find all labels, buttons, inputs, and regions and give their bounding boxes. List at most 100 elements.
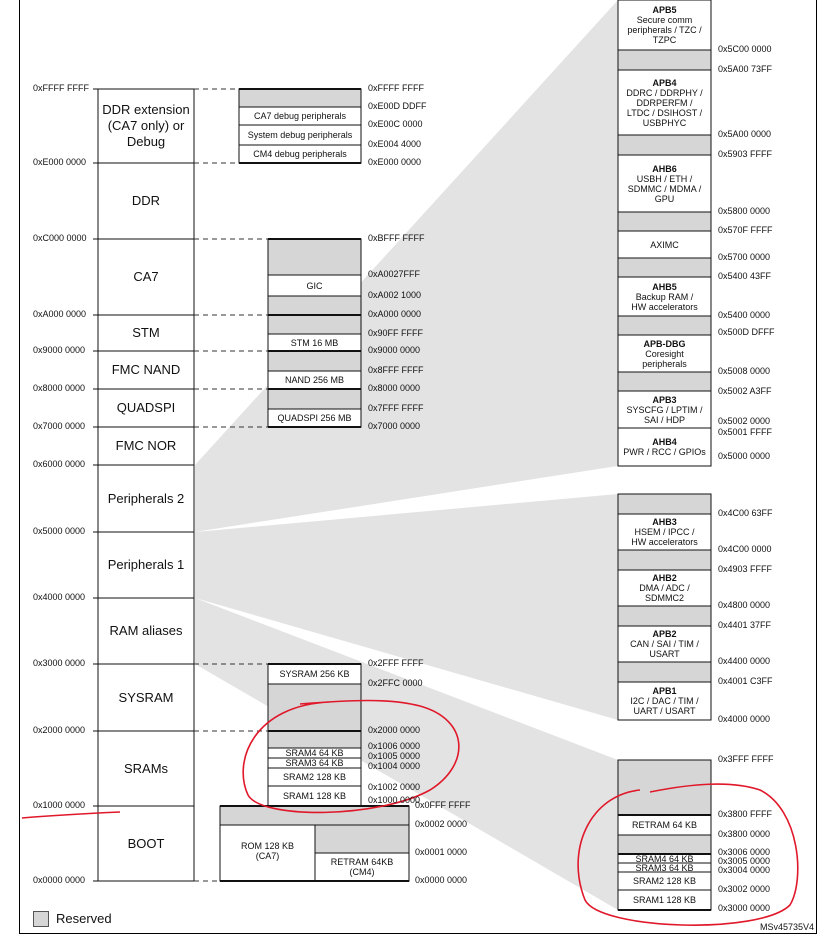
periph2-block-line: PWR / RCC / GPIOs — [623, 447, 706, 457]
main-block-stm: STM — [132, 325, 160, 340]
periph1-address: 0x4C00 63FF — [718, 508, 773, 518]
main-block-ram-aliases: RAM aliases — [109, 623, 183, 638]
reserved-block — [617, 315, 712, 336]
periph2-address: 0x5400 43FF — [718, 271, 772, 281]
reserved-block — [219, 805, 410, 826]
ddr-ext-address: 0xFFFF FFFF — [368, 83, 424, 93]
periph2-block-line: SAI / HDP — [643, 414, 685, 425]
periph2-block-line: peripherals — [642, 358, 687, 369]
main-address: 0x0000 0000 — [33, 875, 86, 885]
periph2-block-title: APB3 — [652, 394, 677, 405]
sysram-address: 0x1006 0000 — [368, 741, 421, 751]
periph2-address: 0x500D DFFF — [718, 327, 775, 337]
ca7-debug-box: CA7 debug peripherals — [239, 107, 361, 125]
reserved-block — [267, 388, 362, 410]
boot-address: 0x0002 0000 — [415, 819, 468, 829]
periph1-block-line: DMA / ADC / — [639, 583, 690, 593]
periph2-address: 0x570F FFFF — [718, 225, 773, 235]
retram-alias-box: RETRAM 64 KB — [618, 815, 711, 835]
ca7-address: 0xA000 0000 — [368, 309, 422, 319]
main-block-fmc-nand: FMC NAND — [111, 362, 181, 377]
periph2-block-line: DDRC / DDRPHY / — [626, 87, 703, 98]
periph2-address: 0x5A00 0000 — [718, 129, 772, 139]
reserved-block — [267, 295, 362, 316]
periph1-block-line: USART — [649, 649, 680, 659]
sysram-256kb-box-line: SYSRAM 256 KB — [279, 669, 350, 679]
ca7-address: 0xA002 1000 — [368, 290, 422, 300]
periph1-block-line: HW accelerators — [631, 537, 698, 547]
stm-16mb-box: STM 16 MB — [268, 334, 361, 351]
periph1-block-line: UART / USART — [633, 706, 696, 716]
ddr-ext-address: 0xE00C 0000 — [368, 119, 423, 129]
periph2-block-line: SYSCFG / LPTIM / — [626, 404, 703, 415]
sysram-address: 0x2000 0000 — [368, 725, 421, 735]
retram-64kb-box: RETRAM 64KB(CM4) — [315, 853, 409, 881]
reserved-block — [267, 350, 362, 372]
periph2-block-title: APB4 — [652, 77, 677, 88]
sram4-alias-box: SRAM4 64 KB — [618, 854, 711, 864]
periph1-block-line: CAN / SAI / TIM / — [630, 639, 699, 649]
periph2-block-line: TZPC — [652, 35, 677, 45]
main-address: 0x8000 0000 — [33, 383, 86, 393]
ram-alias-address: 0x3800 FFFF — [718, 809, 773, 819]
boot-address: 0x0000 0000 — [415, 875, 468, 885]
periph1-block-line: I2C / DAC / TIM / — [630, 696, 699, 706]
zoom-peripherals-2 — [195, 0, 618, 532]
reserved-block — [267, 683, 362, 732]
ram-alias-address: 0x3800 0000 — [718, 829, 771, 839]
periph2-block-line: GPU — [654, 193, 675, 204]
periph2-address: 0x5001 FFFF — [718, 427, 773, 437]
sysram-address: 0x1005 0000 — [368, 751, 421, 761]
main-address: 0xC000 0000 — [33, 233, 87, 243]
periph2-block-line: USBPHYC — [642, 117, 687, 128]
rom-128kb-box: ROM 128 KB(CA7) — [220, 836, 315, 866]
periph2-block-line: USBH / ETH / — [636, 173, 693, 184]
periph1-address: 0x4400 0000 — [718, 656, 771, 666]
ram-alias-address: 0x3FFF FFFF — [718, 754, 774, 764]
annotation-circle-ram-alias — [577, 783, 799, 926]
reserved-block — [617, 661, 712, 683]
periph2-block-line: Backup RAM / — [635, 291, 694, 302]
sysram-256kb-box: SYSRAM 256 KB — [268, 664, 361, 684]
sram1-box-line: SRAM1 128 KB — [282, 791, 347, 801]
sram2-alias-box-line: SRAM2 128 KB — [632, 876, 697, 886]
gic-box: GIC — [268, 275, 361, 296]
main-block-quadspi: QUADSPI — [116, 400, 176, 415]
periph1-block-title: APB2 — [652, 629, 677, 639]
periph2-block-line: AXIMC — [650, 239, 679, 250]
reserved-block — [267, 238, 362, 276]
main-address: 0x3000 0000 — [33, 658, 86, 668]
main-block-srams: SRAMs — [123, 760, 169, 776]
reserved-block — [617, 134, 712, 156]
main-column — [97, 88, 195, 882]
periph2-block-line: HW accelerators — [631, 301, 698, 312]
reserved-block — [267, 314, 362, 335]
annotation-circle-srams — [242, 699, 460, 814]
cm4-debug-box-line: CM4 debug peripherals — [253, 149, 347, 159]
main-address: 0x4000 0000 — [33, 592, 86, 602]
ddr-ext-address: 0xE00D DDFF — [368, 101, 427, 111]
periph1-address: 0x4000 0000 — [718, 714, 771, 724]
sram1-box: SRAM1 128 KB — [268, 786, 361, 806]
zoom-peripherals-1 — [195, 494, 618, 720]
boot-address: 0x0001 0000 — [415, 847, 468, 857]
main-address: 0x6000 0000 — [33, 459, 86, 469]
periph1-block-title: AHB2 — [652, 573, 677, 583]
sram4-box-line: SRAM4 64 KB — [285, 748, 344, 758]
ca7-address: 0x7FFF FFFF — [368, 403, 424, 413]
main-address: 0xFFFF FFFF — [33, 83, 89, 93]
sysram-address: 0x1002 0000 — [368, 782, 421, 792]
reserved-block — [238, 88, 362, 108]
main-block-peripherals-1: Peripherals 1 — [107, 557, 185, 572]
sram2-box-line: SRAM2 128 KB — [282, 772, 347, 782]
sram2-box: SRAM2 128 KB — [268, 768, 361, 786]
periph1-block-line: SDMMC2 — [644, 593, 684, 603]
nand-256mb-box: NAND 256 MB — [268, 371, 361, 389]
sysram-address: 0x2FFF FFFF — [368, 658, 424, 668]
